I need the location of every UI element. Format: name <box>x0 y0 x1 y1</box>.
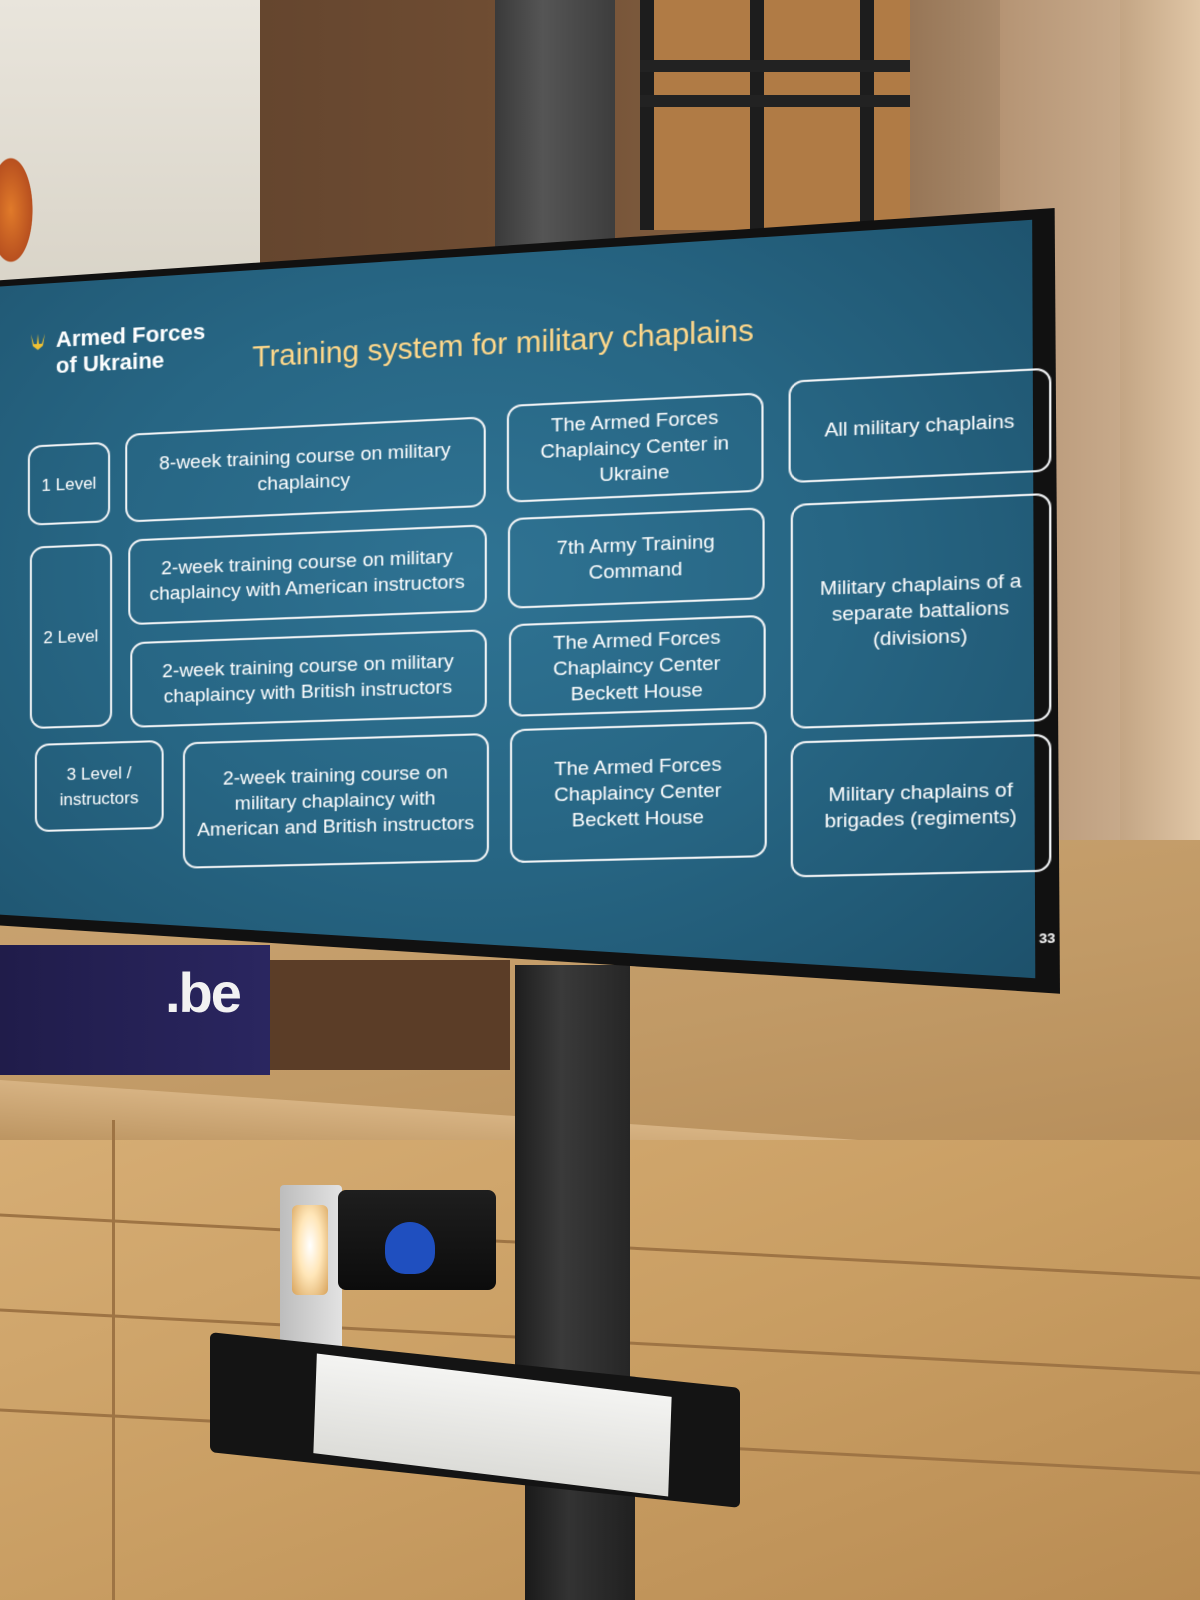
blue-sign <box>0 945 270 1075</box>
course-2-box: 2-week training course on military chapl… <box>128 524 487 626</box>
audience-1-box: All military chaplains <box>788 367 1052 484</box>
tv-screen <box>0 219 1036 979</box>
page-number: 33 <box>1039 930 1056 947</box>
center-2-box: 7th Army Training Command <box>507 507 765 609</box>
pillar <box>495 0 615 260</box>
presentation-slide: Armed Forces of Ukraine Training system … <box>0 215 1055 1010</box>
tv-stand <box>515 965 630 1385</box>
center-3-box: The Armed Forces Chaplaincy Center Becke… <box>510 721 767 864</box>
level-3-box: 3 Level / instructors <box>34 739 164 833</box>
slide-title: Training system for military chaplains <box>252 314 754 374</box>
trident-icon <box>30 332 45 350</box>
window-frame <box>640 0 910 230</box>
course-1-box: 8-week training course on military chapl… <box>125 416 486 523</box>
outlet-light <box>292 1205 328 1295</box>
audience-3-box: Military chaplains of brigades (regiment… <box>790 733 1052 878</box>
org-logo: Armed Forces of Ukraine <box>30 319 205 381</box>
level-1-box: 1 Level <box>27 441 111 526</box>
level-2-box: 2 Level <box>29 543 113 730</box>
blue-socket <box>385 1222 435 1274</box>
course-3-box: 2-week training course on military chapl… <box>182 732 489 869</box>
window-bar <box>640 95 910 107</box>
window-bar <box>640 60 910 72</box>
org-name: Armed Forces of Ukraine <box>56 319 205 379</box>
lectern <box>270 960 510 1070</box>
center-2b-box: The Armed Forces Chaplaincy Center Becke… <box>508 614 766 717</box>
center-1-box: The Armed Forces Chaplaincy Center in Uk… <box>506 392 764 503</box>
sign-text: .be <box>165 961 242 1024</box>
course-2b-box: 2-week training course on military chapl… <box>130 629 487 728</box>
panel-seam <box>112 1120 115 1600</box>
audience-2-box: Military chaplains of a separate battali… <box>790 492 1052 729</box>
crest-emblem <box>0 150 36 270</box>
white-panel <box>0 0 260 290</box>
right-post <box>1120 0 1200 860</box>
